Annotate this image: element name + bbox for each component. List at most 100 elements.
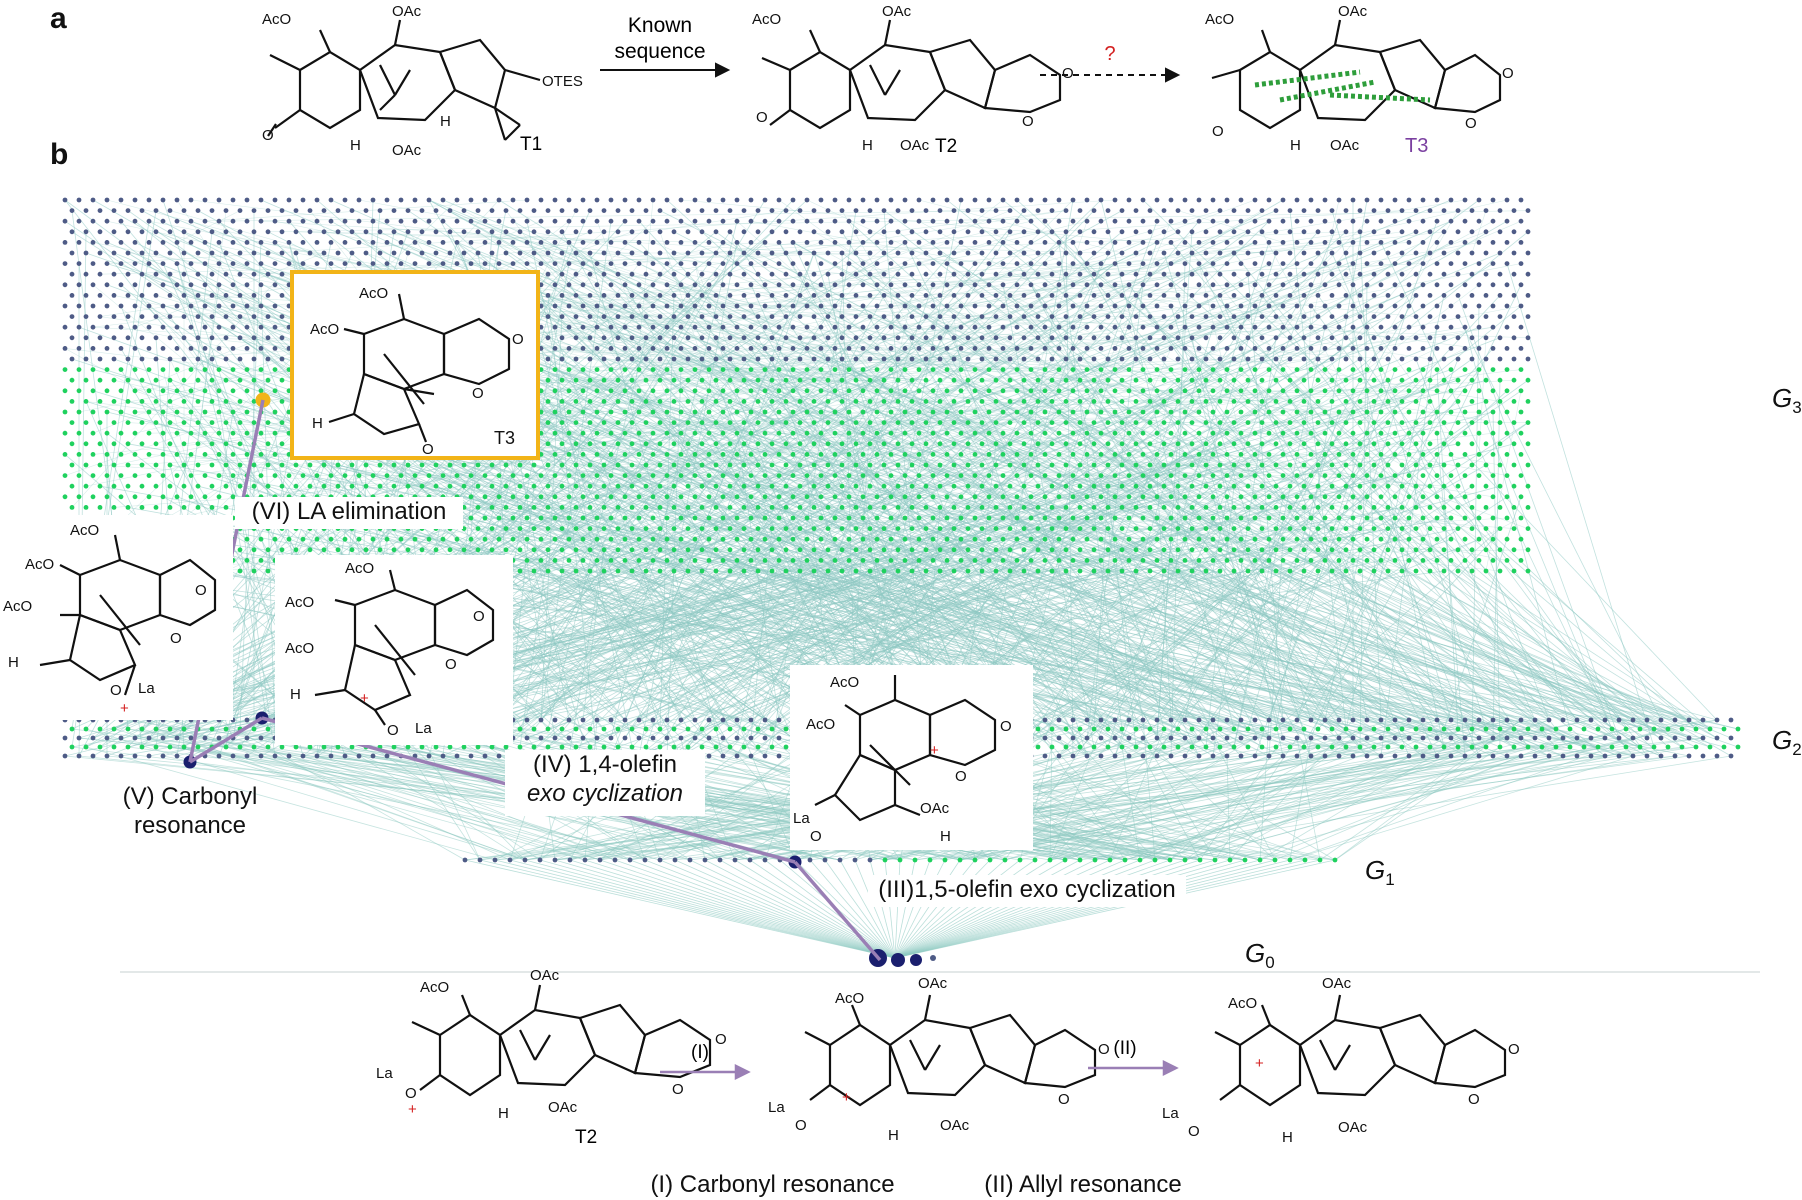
network-node <box>1007 505 1013 510</box>
network-edge <box>1331 252 1536 721</box>
network-edge <box>365 390 1004 551</box>
network-edge <box>638 242 738 757</box>
network-node <box>818 197 824 203</box>
network-node <box>1504 261 1510 266</box>
network-node <box>1063 441 1069 447</box>
network-node <box>1196 473 1202 478</box>
network-node <box>132 473 138 478</box>
network-node <box>118 473 124 478</box>
network-node <box>153 356 159 362</box>
network-node <box>272 197 278 203</box>
network-node <box>1280 367 1286 372</box>
network-node <box>1287 441 1293 447</box>
network-node <box>118 282 124 288</box>
network-node <box>979 356 985 362</box>
network-node <box>188 218 194 224</box>
network-node <box>1469 377 1475 383</box>
network-node <box>1399 377 1405 383</box>
network-node <box>118 240 124 245</box>
network-node <box>146 218 152 224</box>
network-node <box>1063 399 1069 404</box>
network-node <box>475 250 481 256</box>
network-node <box>132 303 138 309</box>
network-edge <box>1233 496 1284 748</box>
network-node <box>678 388 684 394</box>
network-node <box>1427 483 1433 489</box>
network-edge <box>834 432 1662 757</box>
network-node <box>1378 494 1384 500</box>
network-node <box>1000 218 1006 224</box>
network-node <box>1147 483 1153 489</box>
network-node <box>860 218 866 224</box>
network-edge <box>824 859 896 959</box>
network-node <box>1322 346 1328 351</box>
network-node <box>909 314 915 319</box>
network-node <box>727 335 733 341</box>
network-node <box>1504 430 1510 436</box>
network-edge <box>584 719 1536 861</box>
network-node <box>251 293 257 298</box>
network-node <box>601 420 607 425</box>
network-node <box>1203 250 1209 256</box>
network-node <box>741 208 747 214</box>
network-node <box>650 430 656 436</box>
network-node <box>1091 356 1097 362</box>
network-node <box>1021 356 1027 362</box>
network-edge <box>862 295 913 519</box>
network-node <box>251 250 257 256</box>
network-node <box>503 483 509 489</box>
network-node <box>188 324 194 330</box>
network-node <box>1210 367 1216 372</box>
network-node <box>762 346 768 351</box>
network-node <box>587 399 593 404</box>
network-node <box>1126 240 1132 245</box>
network-node <box>895 377 901 383</box>
network-node <box>83 420 89 425</box>
network-node <box>608 473 614 478</box>
network-node <box>1077 356 1083 362</box>
network-edge <box>428 199 1403 748</box>
network-node <box>1168 261 1174 266</box>
network-node <box>111 271 117 277</box>
network-node <box>1273 441 1279 447</box>
network-node <box>671 399 677 404</box>
network-node <box>1490 388 1496 394</box>
network-node <box>1399 399 1405 404</box>
network-node <box>1315 441 1321 447</box>
network-node <box>559 441 565 447</box>
network-node <box>1105 505 1111 510</box>
network-node <box>965 208 971 214</box>
network-node <box>258 430 264 436</box>
network-node <box>860 473 866 478</box>
network-node <box>825 377 831 383</box>
network-node <box>643 314 649 319</box>
network-node <box>594 324 600 330</box>
network-node <box>797 399 803 404</box>
network-node <box>1028 409 1034 415</box>
network-edge <box>834 316 1095 392</box>
network-node <box>587 462 593 468</box>
network-node <box>1329 314 1335 319</box>
network-node <box>797 356 803 362</box>
network-node <box>573 399 579 404</box>
network-node <box>643 420 649 425</box>
network-node <box>1063 208 1069 214</box>
network-node <box>195 250 201 256</box>
network-node <box>608 388 614 394</box>
network-node <box>762 324 768 330</box>
network-node <box>1259 271 1265 277</box>
network-node <box>1112 197 1118 203</box>
network-node <box>76 494 82 500</box>
network-node <box>167 208 173 214</box>
network-node <box>1098 240 1104 245</box>
network-node <box>1280 494 1286 500</box>
network-node <box>622 452 628 457</box>
network-edge <box>1072 242 1340 721</box>
network-node <box>1518 452 1524 457</box>
network-node <box>965 399 971 404</box>
network-node <box>1497 229 1503 235</box>
network-node <box>874 388 880 394</box>
network-node <box>223 377 229 383</box>
network-node <box>1280 240 1286 245</box>
network-node <box>1196 197 1202 203</box>
